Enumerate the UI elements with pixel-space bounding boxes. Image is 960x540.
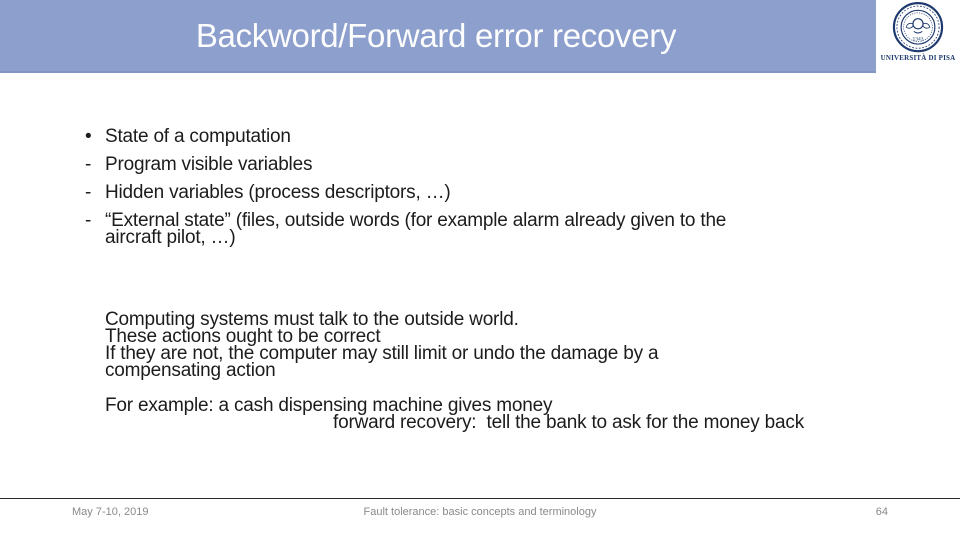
footer-page-number: 64 xyxy=(875,506,888,518)
bullet-item: • State of a computation xyxy=(85,126,875,147)
bullet-marker: - xyxy=(85,154,92,175)
university-logo: 1343 UNIVERSITÀ DI PISA xyxy=(876,0,960,73)
bullet-text: “External state” (files, outside words (… xyxy=(105,210,875,248)
bullet-text: State of a computation xyxy=(105,126,291,147)
footer-date: May 7-10, 2019 xyxy=(72,506,149,518)
bullet-text-line: “External state” (files, outside words (… xyxy=(105,210,727,231)
logo-caption: UNIVERSITÀ DI PISA xyxy=(880,54,956,62)
seal-year: 1343 xyxy=(913,37,924,43)
paragraph-line: Computing systems must talk to the outsi… xyxy=(105,309,519,330)
example-line-1: For example: a cash dispensing machine g… xyxy=(105,395,553,416)
body-paragraph: Computing systems must talk to the outsi… xyxy=(105,309,659,381)
bullet-item: - Hidden variables (process descriptors,… xyxy=(85,182,875,203)
title-bar: Backword/Forward error recovery xyxy=(0,0,960,73)
bullet-text: Hidden variables (process descriptors, …… xyxy=(105,182,451,203)
bullet-marker: - xyxy=(85,210,92,231)
paragraph-line: If they are not, the computer may still … xyxy=(105,343,659,364)
bullet-text: Program visible variables xyxy=(105,154,313,175)
footer-title: Fault tolerance: basic concepts and term… xyxy=(363,506,597,518)
bullet-item: - Program visible variables xyxy=(85,154,875,175)
bullet-item: - “External state” (files, outside words… xyxy=(85,210,875,248)
page-title: Backword/Forward error recovery xyxy=(195,16,677,54)
bullet-marker: • xyxy=(85,126,92,147)
footer-divider xyxy=(0,498,960,499)
paragraph-line: These actions ought to be correct xyxy=(105,326,381,347)
paragraph-line: compensating action xyxy=(105,360,276,381)
bullet-marker: - xyxy=(85,182,92,203)
example-line-2: forward recovery: tell the bank to ask f… xyxy=(333,412,805,433)
bullet-text-line: aircraft pilot, …) xyxy=(105,227,236,248)
pisa-seal-icon: 1343 xyxy=(892,2,944,53)
